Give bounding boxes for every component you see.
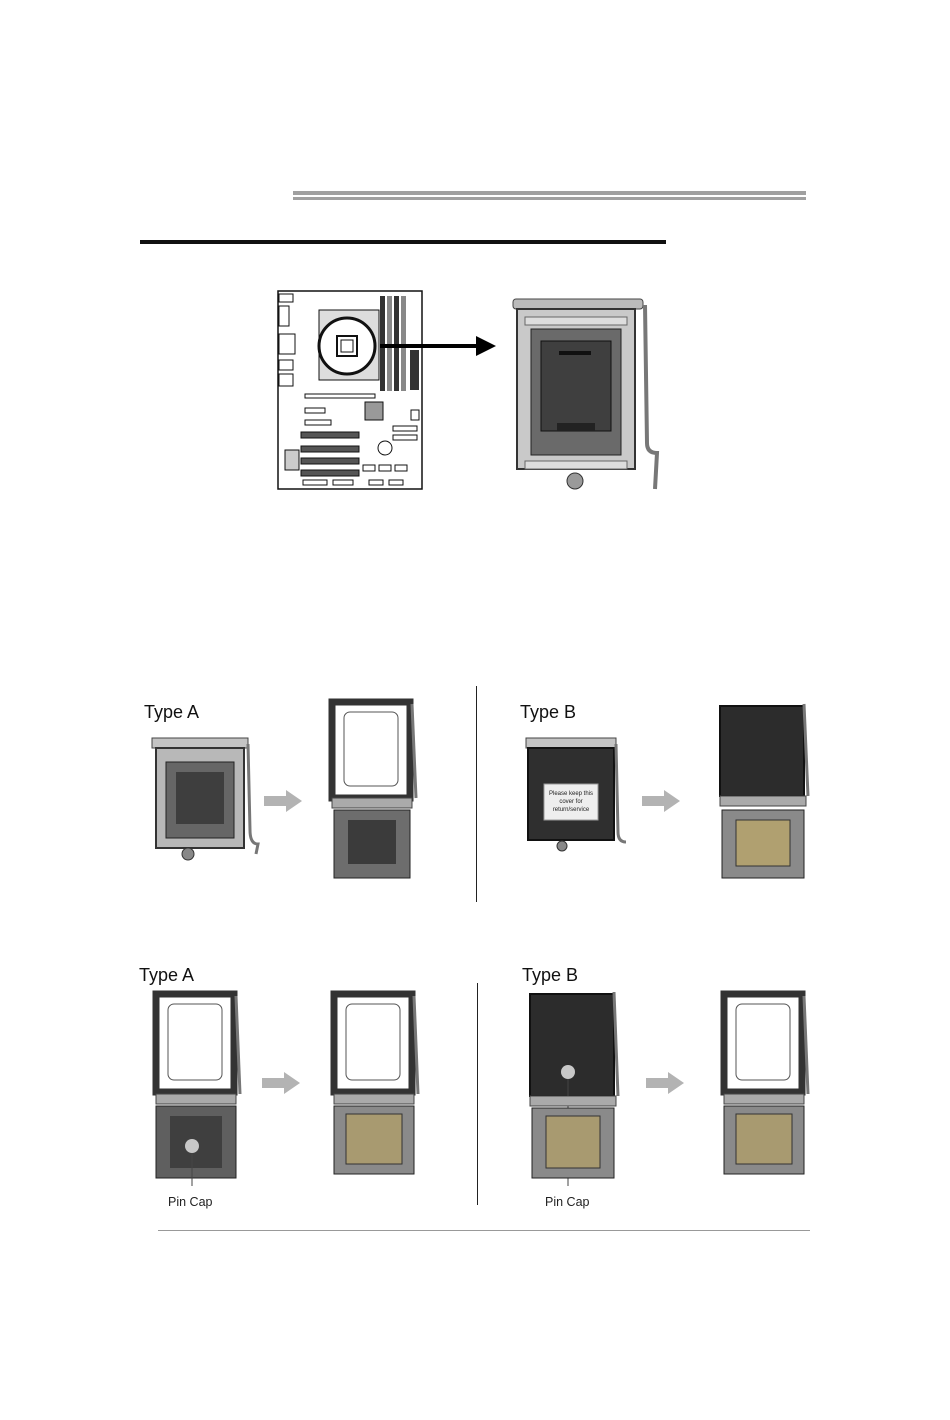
divider-step1 <box>476 686 477 902</box>
pin-cap-label: Pin Cap <box>168 1195 212 1209</box>
socket-open-with-cap-photo <box>150 990 250 1186</box>
right-arrow-icon <box>380 334 498 358</box>
step-arrow-icon <box>646 1072 684 1094</box>
step2-type-a-label: Type A <box>139 965 194 986</box>
section-rule <box>140 240 666 244</box>
socket-open-pins-photo <box>328 990 428 1176</box>
socket-open-photo <box>326 698 426 882</box>
pin-cap-label: Pin Cap <box>545 1195 589 1209</box>
socket-open-with-cap-photo <box>526 990 630 1186</box>
step-arrow-icon <box>264 790 302 812</box>
step2-type-b-label: Type B <box>522 965 578 986</box>
step1-type-b-label: Type B <box>520 702 576 723</box>
step-arrow-icon <box>262 1072 300 1094</box>
cpu-socket-closed-photo <box>505 293 665 493</box>
socket-open-pins-photo <box>718 990 818 1176</box>
socket-open-photo <box>716 702 820 882</box>
step-arrow-icon <box>642 790 680 812</box>
header-rule <box>293 191 806 201</box>
divider-step2 <box>477 983 478 1205</box>
motherboard-layout-diagram <box>277 290 423 490</box>
footer-rule <box>158 1230 810 1231</box>
cover-text: Please keep this cover for return/servic… <box>546 790 596 814</box>
socket-closed-photo <box>148 734 268 862</box>
step1-type-a-label: Type A <box>144 702 199 723</box>
